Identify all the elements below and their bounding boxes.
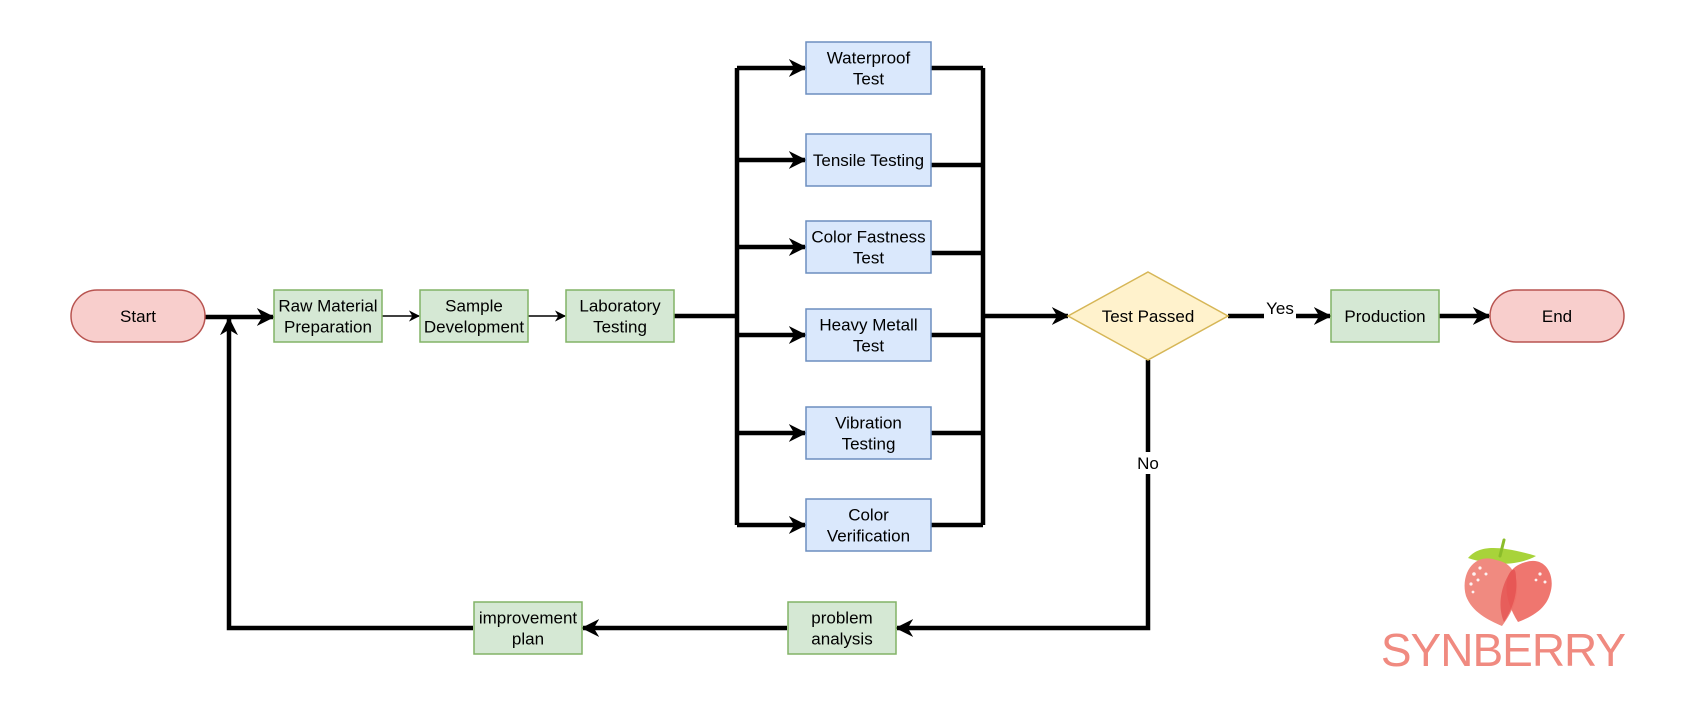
heavy-metal-label-line: Test — [853, 337, 884, 356]
problem-analysis-label-line: analysis — [811, 630, 872, 649]
test-passed-label-line: Test Passed — [1102, 307, 1195, 326]
edge-improvement-to-loop — [220, 317, 473, 631]
sample-development-label-line: Sample — [445, 297, 503, 316]
logo-wordmark: SYNBERRY — [1381, 624, 1626, 676]
node-start: Start — [70, 289, 206, 343]
edge-label-no-group: No — [1134, 452, 1162, 474]
problem-analysis-label: problem analysis — [811, 609, 872, 649]
heavy-metal-label-line: Heavy Metall — [819, 316, 917, 335]
waterproof-label-line: Test — [853, 70, 884, 89]
improvement-plan-label-line: improvement — [479, 609, 578, 628]
lab-testing-label-line: Laboratory — [579, 297, 661, 316]
connectors — [205, 59, 1491, 637]
problem-analysis-label-line: problem — [811, 609, 872, 628]
improvement-plan-label-line: plan — [512, 630, 544, 649]
end-label: End — [1542, 307, 1572, 326]
raw-material-label-line: Preparation — [284, 318, 372, 337]
start-label: Start — [120, 307, 156, 326]
production-label-line: Production — [1344, 307, 1425, 326]
strawberry-logo-icon — [1464, 538, 1552, 626]
node-tensile-testing: Tensile Testing — [805, 133, 932, 187]
color-verification-label-line: Verification — [827, 527, 910, 546]
node-production: Production — [1330, 289, 1440, 343]
color-fastness-label-line: Color Fastness — [811, 228, 925, 247]
end-label-line: End — [1542, 307, 1572, 326]
node-test-passed-decision: Test Passed — [1066, 271, 1230, 361]
production-label: Production — [1344, 307, 1425, 326]
synberry-logo: SYNBERRY — [1381, 538, 1626, 676]
start-label-line: Start — [120, 307, 156, 326]
edge-label-yes: Yes — [1266, 299, 1294, 318]
node-problem-analysis: problem analysis — [787, 601, 897, 655]
edge-label-yes-group: Yes — [1264, 297, 1296, 319]
sample-development-label-line: Development — [424, 318, 524, 337]
waterproof-label-line: Waterproof — [827, 49, 911, 68]
tensile-label: Tensile Testing — [813, 151, 924, 170]
vibration-label-line: Testing — [842, 435, 896, 454]
vibration-label-line: Vibration — [835, 414, 902, 433]
improvement-plan-label: improvement plan — [479, 609, 578, 649]
test-passed-label: Test Passed — [1102, 307, 1195, 326]
tensile-label-line: Tensile Testing — [813, 151, 924, 170]
node-improvement-plan: improvement plan — [473, 601, 583, 655]
lab-testing-label-line: Testing — [593, 318, 647, 337]
color-verification-label-line: Color — [848, 506, 889, 525]
color-fastness-label-line: Test — [853, 249, 884, 268]
raw-material-label-line: Raw Material — [278, 297, 377, 316]
edge-decision-no-to-problem-analysis — [895, 360, 1151, 637]
node-end: End — [1489, 289, 1625, 343]
edge-label-no: No — [1137, 454, 1159, 473]
